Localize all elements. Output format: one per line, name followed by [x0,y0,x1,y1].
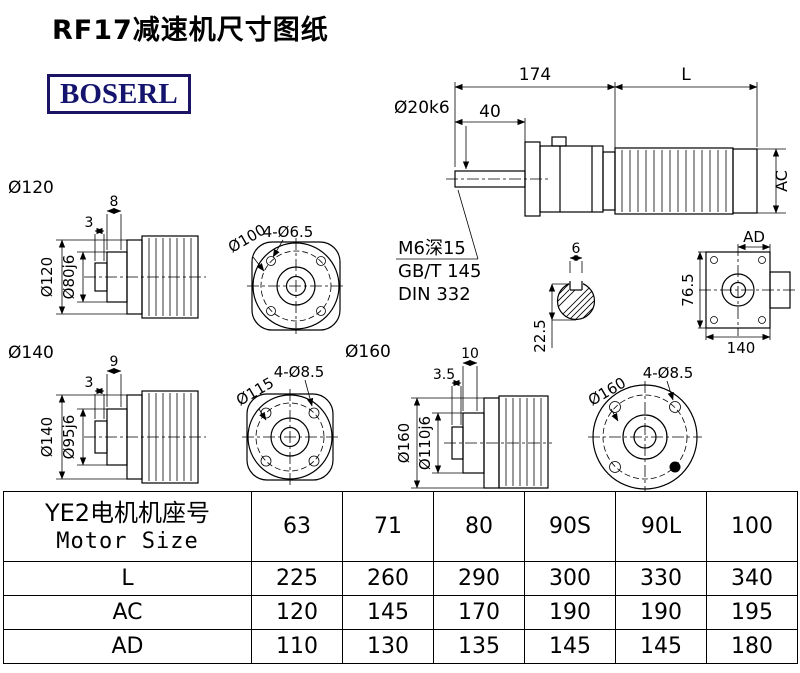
size71-dim-holes: 4-Ø8.5 [274,363,325,381]
size80-side-view: Ø160 10 3.5 Ø160 [345,342,552,489]
size63-fins [148,238,192,316]
table-cell: 110 [251,629,343,664]
table-cell: 180 [706,629,798,664]
table-cell: 300 [524,561,616,596]
dim-40: 40 [479,102,501,122]
size80-dim-flange: Ø160 [395,423,413,463]
size71-dim-bolt-circle: Ø115 [233,374,277,410]
table-row-L: L 225 260 290 300 330 340 [3,561,798,596]
table-cell: 145 [615,629,707,664]
size71-fins [148,393,192,481]
size63-side-view: Ø120 8 3 Ø120 [8,178,206,319]
size63-dim-holes: 4-Ø6.5 [263,223,314,241]
table-cell: 225 [251,561,343,596]
size63-label: Ø120 [8,178,54,198]
motor-size-table: YE2电机机座号 Motor Size 63 71 80 90S 90L 100… [3,491,798,664]
table-header-row: YE2电机机座号 Motor Size 63 71 80 90S 90L 100 [3,491,798,562]
table-cell: 260 [342,561,434,596]
size71-label: Ø140 [8,343,54,363]
size63-dim-a: 8 [110,194,119,210]
dim-140: 140 [727,339,756,357]
size63-flange-view: 4-Ø6.5 Ø100 [225,221,345,334]
dim-shaft-dia: Ø20k6 [394,98,450,118]
page-title: RF17减速机尺寸图纸 [52,15,329,46]
note-tap-m6: M6深15 [398,238,466,259]
size80-dim-holes: 4-Ø8.5 [643,364,694,382]
dim-L: L [681,65,691,85]
note-gbt-145: GB/T 145 [398,261,481,282]
table-cell: 135 [433,629,525,664]
size63-dim-bolt-circle: Ø100 [225,221,269,257]
size71-dim-flange: Ø140 [38,417,56,457]
size80-flange-view: 4-Ø8.5 Ø160 [585,364,702,493]
column-header-90s: 90S [524,491,616,562]
size80-label: Ø160 [345,342,391,362]
motor-rear-flange-view: AD 76.5 140 [679,228,797,357]
size63-dim-spigot: Ø80j6 [60,255,78,300]
size71-dim-a: 9 [110,354,119,370]
size71-side-view: Ø140 9 3 Ø140 [8,343,206,484]
dim-174: 174 [519,65,551,85]
table-cell: 145 [524,629,616,664]
dim-AD: AD [743,228,765,246]
table-row-AC: AC 120 145 170 190 190 195 [3,595,798,630]
table-cell: 130 [342,629,434,664]
column-header-100: 100 [706,491,798,562]
table-cell: 190 [524,595,616,630]
column-header-90l: 90L [615,491,707,562]
column-header-80: 80 [433,491,525,562]
motor-size-label-cn: YE2电机机座号 [44,498,211,527]
table-cell: 290 [433,561,525,596]
column-header-71: 71 [342,491,434,562]
size80-dim-a: 10 [461,346,479,362]
table-cell: 145 [342,595,434,630]
motor-cooling-fins [621,150,727,212]
size80-dim-spigot: Ø110j6 [416,416,434,470]
table-cell: 120 [251,595,343,630]
size71-dim-spigot: Ø95j6 [60,415,78,460]
technical-drawing-canvas: 174 L 40 Ø20k6 AC M6深15 GB/T 145 DIN 332 [8,65,797,493]
motor-size-label-en: Motor Size [56,528,199,554]
column-header-63: 63 [251,491,343,562]
size63-dim-flange: Ø120 [38,257,56,297]
row-label-L: L [3,561,252,596]
row-label-AD: AD [3,629,252,664]
shaft-key-section-view: 6 22.5 [531,241,596,353]
dim-key-width: 6 [572,241,581,257]
table-cell: 340 [706,561,798,596]
note-din-332: DIN 332 [398,284,471,305]
dim-AC: AC [772,170,791,192]
table-cell: 170 [433,595,525,630]
gearmotor-side-view: 174 L 40 Ø20k6 AC M6深15 GB/T 145 DIN 332 [394,65,791,305]
size80-dim-b: 3.5 [433,367,455,383]
size80-dim-bolt-circle: Ø160 [585,374,629,410]
table-cell: 190 [615,595,707,630]
dim-76-5: 76.5 [679,273,697,306]
size63-dim-b: 3 [85,215,94,231]
size71-dim-b: 3 [85,375,94,391]
table-cell: 195 [706,595,798,630]
dim-key-height: 22.5 [531,319,549,352]
row-label-AC: AC [3,595,252,630]
filled-bolt-hole [669,461,681,473]
boserl-logo: BOSERL [47,74,191,114]
size80-fins [505,398,542,486]
table-row-AD: AD 110 130 135 145 145 180 [3,629,798,664]
table-cell: 330 [615,561,707,596]
size71-flange-view: 4-Ø8.5 Ø115 [233,363,338,485]
motor-size-header-cell: YE2电机机座号 Motor Size [3,491,252,562]
